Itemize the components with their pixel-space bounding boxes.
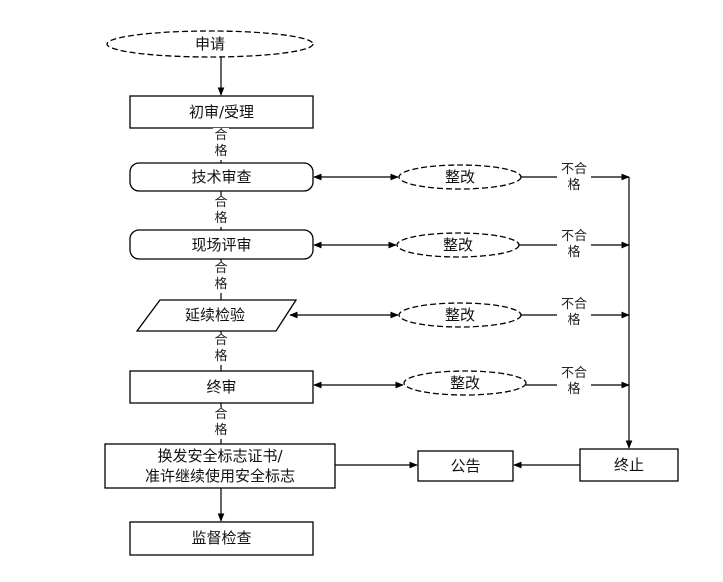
apply-node: 申请 xyxy=(194,35,225,53)
initial-review-node-shape xyxy=(129,95,314,129)
site-review-node: 现场评审 xyxy=(191,236,252,254)
pass-label-3: 合格 xyxy=(213,261,229,293)
fail-label-3: 不合格 xyxy=(557,297,591,329)
final-review-node: 终审 xyxy=(206,378,237,396)
announce-node: 公告 xyxy=(450,457,481,475)
fail-label-2: 不合格 xyxy=(557,229,591,261)
rectify-node-3: 整改 xyxy=(444,306,475,324)
rectify-node-1: 整改 xyxy=(444,168,475,186)
pass-label-5: 合格 xyxy=(213,407,229,439)
supervise-node: 监督检查 xyxy=(191,529,252,547)
initial-review-node: 初审/受理 xyxy=(188,103,255,121)
terminate-node: 终止 xyxy=(613,456,644,474)
rectify-node-2: 整改 xyxy=(442,236,473,254)
announce-node-shape xyxy=(417,450,514,482)
extend-inspect-node-shape xyxy=(135,299,298,332)
rectify-node-shape-4 xyxy=(403,370,527,396)
extend-inspect-node: 延续检验 xyxy=(184,306,245,324)
pass-label-1: 合格 xyxy=(213,128,229,160)
terminate-node-shape xyxy=(579,448,679,482)
apply-node-shape xyxy=(106,30,314,58)
fail-label-1: 不合格 xyxy=(557,162,591,194)
supervise-node-shape xyxy=(129,521,314,556)
issue-node-line1: 换发安全标志证书/ xyxy=(157,447,283,465)
tech-review-node: 技术审查 xyxy=(191,168,252,186)
pass-label-4: 合格 xyxy=(213,333,229,365)
issue-node-shape xyxy=(104,443,336,489)
issue-node-line2: 准许继续使用安全标志 xyxy=(144,467,295,485)
fail-label-4: 不合格 xyxy=(557,366,591,398)
final-review-node-shape xyxy=(129,370,314,404)
pass-label-2: 合格 xyxy=(213,195,229,227)
rectify-node-4: 整改 xyxy=(449,374,480,392)
